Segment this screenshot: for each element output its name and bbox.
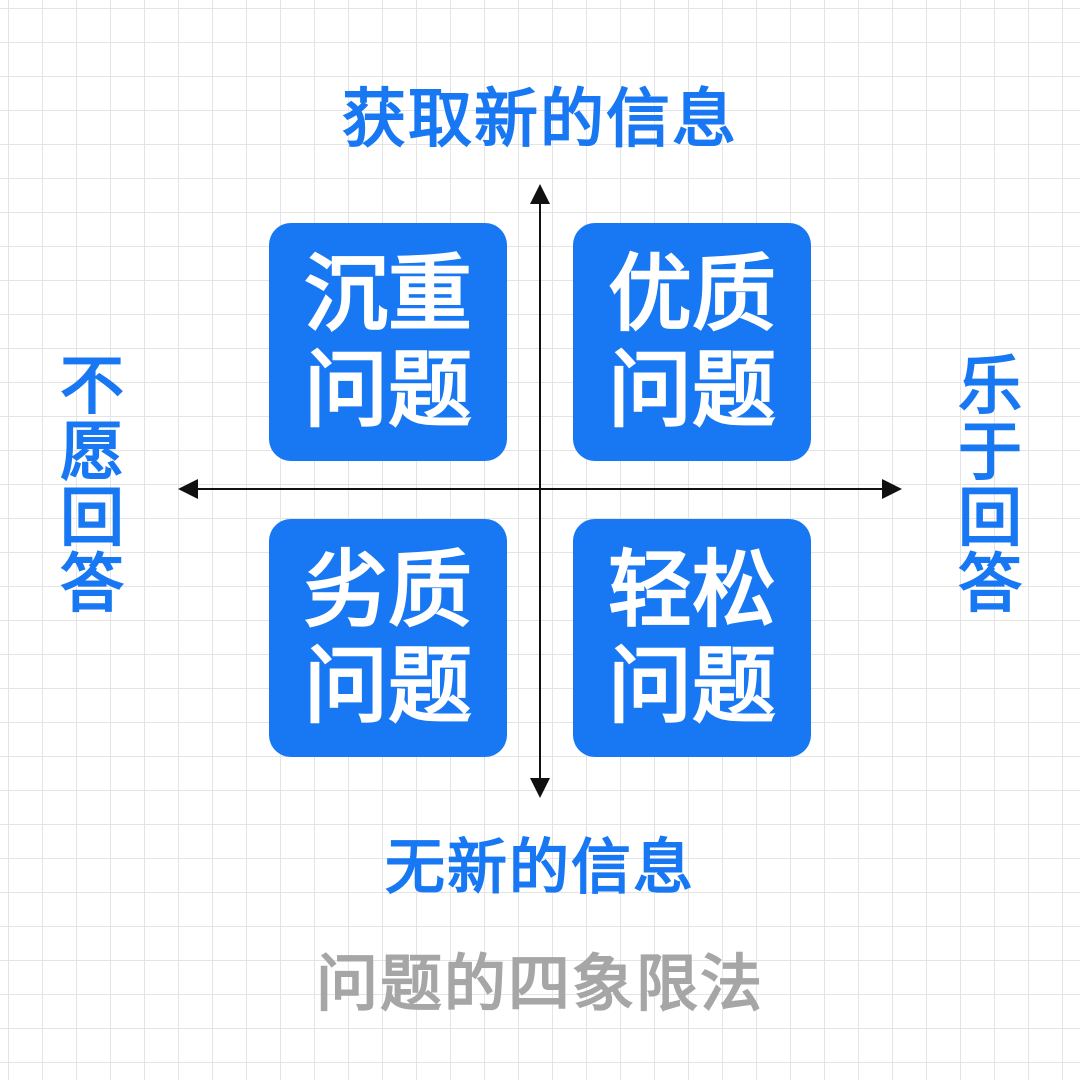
quadrant-title: 轻松 [607, 541, 776, 639]
quadrant-subtitle: 问题 [607, 341, 776, 439]
quadrant-title: 劣质 [303, 541, 472, 639]
arrow-right-icon [882, 479, 902, 499]
quadrant-subtitle: 问题 [303, 341, 472, 439]
axis-label-right: 乐于回答 [958, 350, 1022, 622]
arrow-up-icon [530, 184, 550, 204]
axis-label-top: 获取新的信息 [342, 83, 738, 157]
quadrant-poor-question: 劣质 问题 [269, 519, 507, 757]
quadrant-title: 沉重 [303, 245, 472, 343]
quadrant-title: 优质 [607, 245, 776, 343]
quadrant-easy-question: 轻松 问题 [573, 519, 811, 757]
axis-label-left: 不愿回答 [60, 350, 124, 622]
quadrant-heavy-question: 沉重 问题 [269, 223, 507, 461]
quadrant-quality-question: 优质 问题 [573, 223, 811, 461]
quadrant-subtitle: 问题 [607, 637, 776, 735]
axis-label-bottom: 无新的信息 [385, 833, 695, 903]
diagram-caption: 问题的四象限法 [315, 947, 764, 1020]
arrow-left-icon [178, 479, 198, 499]
quadrant-subtitle: 问题 [303, 637, 472, 735]
arrow-down-icon [530, 778, 550, 798]
